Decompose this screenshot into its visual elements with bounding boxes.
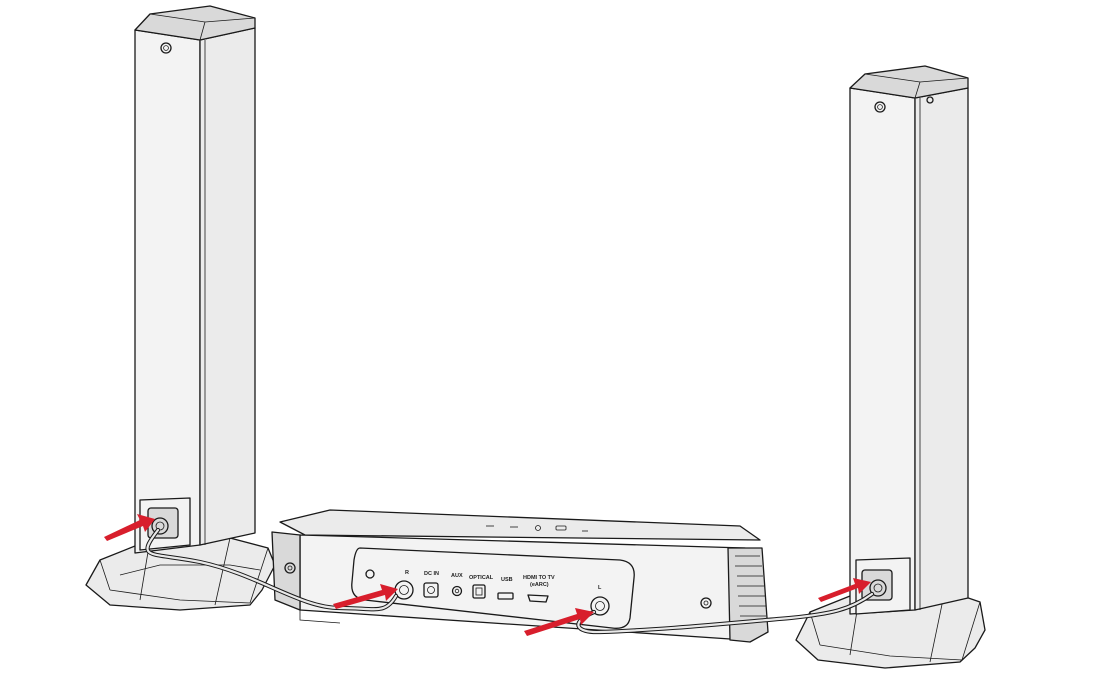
port-label-l: L [598,585,602,591]
connection-arrows [104,514,871,636]
soundbar-port-aux: AUX [451,573,463,597]
port-label-hdmi-line1: HDMI TO TV [523,575,555,581]
soundbar-port-hdmi-earc: HDMI TO TV (eARC) [523,575,555,603]
arrow-soundbar-l-port [524,608,594,636]
port-label-optical: OPTICAL [469,575,494,581]
soundbar-left-screw [284,562,296,574]
arrow-right-tower-terminal [818,578,871,602]
soundbar-port-l: L [590,585,610,616]
arrow-left-tower-terminal [104,514,155,541]
arrow-soundbar-r-port [333,584,398,609]
soundbar-top-buttons [486,525,588,532]
right-tower-speaker [795,65,986,669]
port-label-hdmi-line2: (eARC) [530,582,549,588]
port-label-dc-in: DC IN [424,571,439,577]
left-tower-speaker [85,5,276,611]
left-tower-speaker-terminal [147,507,179,539]
left-tower-top-hole [160,42,172,54]
soundbar: R DC IN AUX OPTICAL USB HDMI TO TV [271,509,769,643]
soundbar-port-dc-in: DC IN [423,571,439,598]
right-tower-top-hole [874,101,886,113]
port-label-r: R [405,570,409,576]
port-label-usb: USB [501,577,513,583]
soundbar-port-optical: OPTICAL [469,575,494,599]
soundbar-port-usb: USB [497,577,514,600]
speaker-cables [145,527,875,635]
port-label-aux: AUX [451,573,463,579]
soundbar-right-screw [700,597,712,609]
right-tower-speaker-terminal [861,569,893,601]
